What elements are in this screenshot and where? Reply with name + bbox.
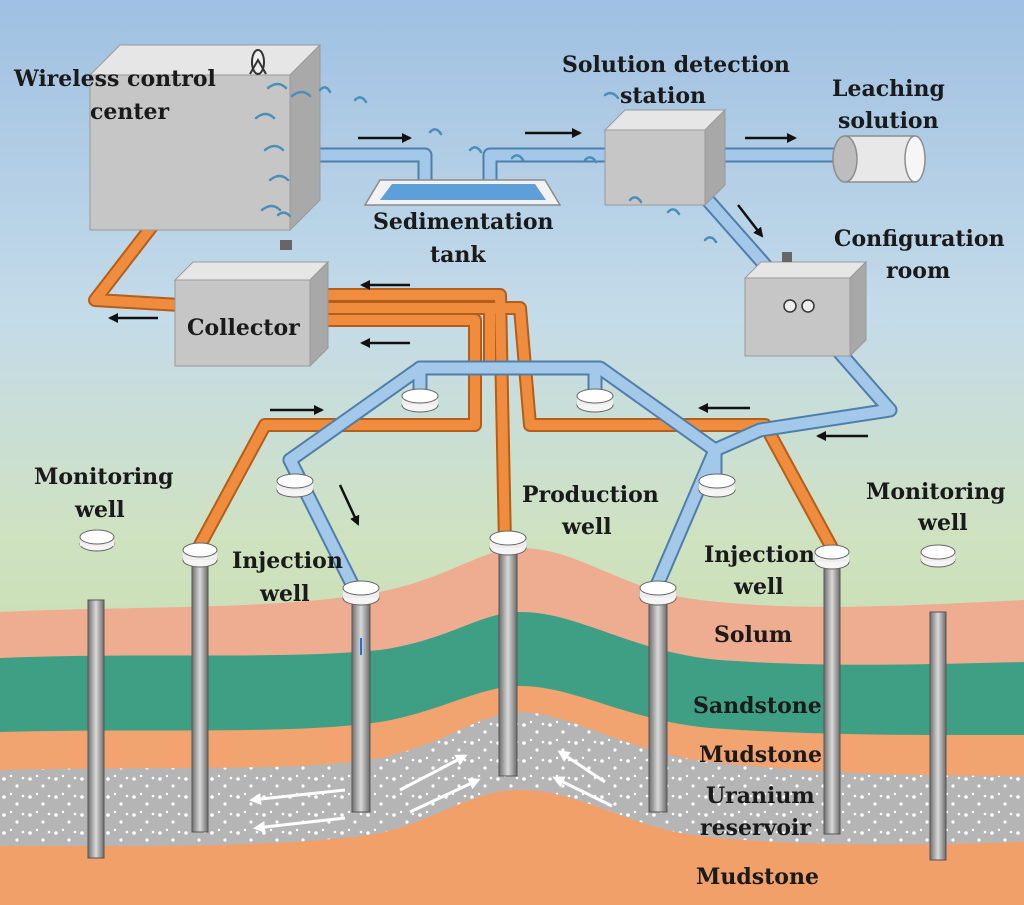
label-configuration-room-line2: room [886, 258, 951, 284]
wells [79, 388, 956, 861]
orange-well-left [182, 542, 218, 833]
distribution-head [401, 388, 439, 413]
configuration-room-box [743, 252, 868, 358]
label-mudstone-lower: Mudstone [696, 864, 819, 890]
monitoring-well-right [920, 544, 956, 861]
label-leaching-solution-line1: Leaching [832, 76, 945, 102]
collector-box [173, 240, 330, 368]
label-mudstone-upper: Mudstone [699, 742, 822, 768]
label-configuration-room-line1: Configuration [834, 226, 1005, 252]
reservoir-dots [0, 712, 1024, 847]
label-production-well-line2: well [562, 514, 612, 540]
label-leaching-solution-line2: solution [838, 108, 939, 134]
label-collector: Collector [187, 315, 300, 341]
reservoir-flow-arrows [249, 750, 613, 833]
room-sensor-icon [782, 252, 792, 262]
label-monitoring-well-right-line1: Monitoring [866, 479, 1006, 505]
distribution-head [698, 473, 736, 498]
sedimentation-tank [363, 179, 562, 206]
distribution-head [276, 473, 314, 498]
label-wireless-control-center-line2: center [90, 99, 170, 125]
label-wireless-control-center-line1: Wireless control [14, 66, 216, 92]
gauge-icon [783, 299, 797, 313]
solution-detection-station-box [603, 108, 727, 207]
orange-well-right [814, 544, 850, 835]
injection-well-right [639, 580, 677, 813]
label-solution-detection-station-line2: station [620, 83, 706, 109]
label-sedimentation-tank-line2: tank [430, 242, 486, 268]
production-well [489, 530, 527, 777]
label-injection-well-right-line2: well [734, 574, 784, 600]
label-monitoring-well-left-line1: Monitoring [34, 464, 174, 490]
flow-arrows [108, 128, 868, 526]
antenna-icon [249, 49, 267, 75]
gauge-icon [801, 299, 815, 313]
leaching-solution-tank [832, 135, 926, 183]
label-monitoring-well-right-line2: well [918, 510, 968, 536]
label-injection-well-left-line2: well [260, 581, 310, 607]
wireless-signal-arcs [254, 82, 718, 244]
label-uranium-reservoir-line2: reservoir [700, 815, 811, 841]
label-sedimentation-tank-line1: Sedimentation [373, 209, 554, 235]
label-monitoring-well-left-line2: well [75, 497, 125, 523]
orange-pipes [88, 183, 839, 555]
label-injection-well-left-line1: Injection [232, 548, 343, 574]
label-solution-detection-station-line1: Solution detection [562, 52, 790, 78]
label-production-well-line1: Production [522, 482, 659, 508]
monitoring-well-left [79, 529, 115, 859]
distribution-head [576, 388, 614, 413]
wireless-control-center-box [88, 43, 322, 232]
collector-sensor-icon [280, 240, 292, 250]
stratum-mudstone-lower [0, 790, 1024, 905]
label-solum: Solum [714, 622, 793, 648]
label-uranium-reservoir-line1: Uranium [706, 783, 815, 809]
injection-well-left [342, 580, 380, 813]
label-sandstone: Sandstone [693, 693, 822, 719]
label-injection-well-right-line1: Injection [704, 542, 815, 568]
